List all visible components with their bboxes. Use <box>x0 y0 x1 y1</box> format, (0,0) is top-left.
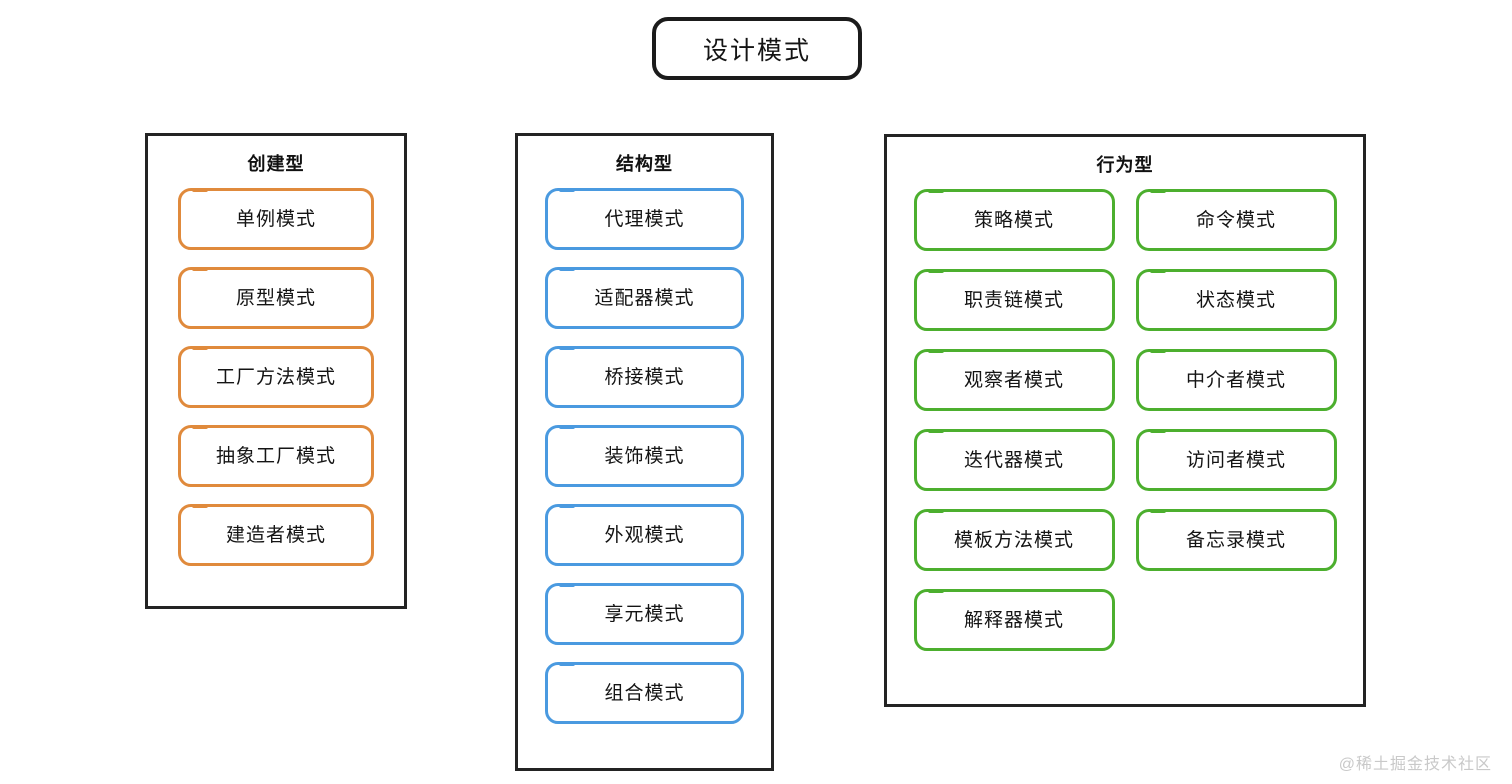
pattern-label: 组合模式 <box>604 682 685 704</box>
pattern-list-behavioral: 策略模式 命令模式 职责链模式 状态模式 观察者模式 中介者模式 迭代器模式 访… <box>887 188 1363 651</box>
pattern-item[interactable]: 策略模式 <box>913 188 1115 251</box>
pattern-label: 装饰模式 <box>604 445 685 467</box>
pattern-item[interactable]: 工厂方法模式 <box>178 345 374 408</box>
pattern-list-structural: 代理模式 适配器模式 桥接模式 装饰模式 外观模式 享元模式 组合模式 <box>518 187 771 724</box>
pattern-label: 职责链模式 <box>963 289 1064 311</box>
pattern-item[interactable]: 原型模式 <box>178 266 374 329</box>
pattern-label: 模板方法模式 <box>953 529 1074 551</box>
root-node: 设计模式 <box>652 17 862 80</box>
pattern-item[interactable]: 访问者模式 <box>1135 428 1337 491</box>
pattern-item[interactable]: 中介者模式 <box>1135 348 1337 411</box>
pattern-label: 建造者模式 <box>225 524 326 546</box>
pattern-item[interactable]: 观察者模式 <box>913 348 1115 411</box>
pattern-label: 外观模式 <box>604 524 685 546</box>
category-title-creational: 创建型 <box>247 154 305 174</box>
pattern-item[interactable]: 迭代器模式 <box>913 428 1115 491</box>
category-title-structural: 结构型 <box>616 154 673 174</box>
pattern-label: 工厂方法模式 <box>215 366 336 388</box>
category-title-behavioral: 行为型 <box>1096 155 1154 175</box>
pattern-label: 状态模式 <box>1195 289 1276 311</box>
pattern-item[interactable]: 装饰模式 <box>545 424 744 487</box>
pattern-label: 观察者模式 <box>963 369 1064 391</box>
pattern-item[interactable]: 适配器模式 <box>545 266 744 329</box>
pattern-item[interactable]: 单例模式 <box>178 187 374 250</box>
pattern-item[interactable]: 组合模式 <box>545 661 744 724</box>
pattern-label: 单例模式 <box>235 208 316 230</box>
root-node-label: 设计模式 <box>702 36 811 65</box>
pattern-item[interactable]: 模板方法模式 <box>913 508 1115 571</box>
pattern-label: 命令模式 <box>1195 209 1276 231</box>
pattern-item[interactable]: 外观模式 <box>545 503 744 566</box>
pattern-list-creational: 单例模式 原型模式 工厂方法模式 抽象工厂模式 建造者模式 <box>148 187 404 566</box>
pattern-item[interactable]: 备忘录模式 <box>1135 508 1337 571</box>
pattern-label: 迭代器模式 <box>963 449 1064 471</box>
category-creational: 创建型 单例模式 原型模式 工厂方法模式 抽象工厂模式 建造者模式 <box>145 133 407 609</box>
watermark: @稀土掘金技术社区 <box>1338 756 1492 773</box>
pattern-label: 策略模式 <box>973 209 1054 231</box>
pattern-item[interactable]: 享元模式 <box>545 582 744 645</box>
pattern-label: 桥接模式 <box>604 366 685 388</box>
category-structural: 结构型 代理模式 适配器模式 桥接模式 装饰模式 外观模式 享元模式 组合模式 <box>515 133 774 771</box>
pattern-item[interactable]: 代理模式 <box>545 187 744 250</box>
pattern-label: 中介者模式 <box>1185 369 1286 391</box>
category-behavioral: 行为型 策略模式 命令模式 职责链模式 状态模式 观察者模式 中介者模式 迭代器… <box>884 134 1366 707</box>
pattern-label: 原型模式 <box>235 287 316 309</box>
pattern-item[interactable]: 状态模式 <box>1135 268 1337 331</box>
pattern-label: 访问者模式 <box>1185 449 1286 471</box>
pattern-label: 适配器模式 <box>594 287 695 309</box>
pattern-item[interactable]: 职责链模式 <box>913 268 1115 331</box>
pattern-label: 抽象工厂模式 <box>215 445 336 467</box>
pattern-item[interactable]: 桥接模式 <box>545 345 744 408</box>
pattern-item[interactable]: 命令模式 <box>1135 188 1337 251</box>
pattern-item[interactable]: 解释器模式 <box>913 588 1115 651</box>
pattern-label: 享元模式 <box>604 603 685 625</box>
pattern-label: 代理模式 <box>604 208 685 230</box>
pattern-item[interactable]: 建造者模式 <box>178 503 374 566</box>
pattern-label: 备忘录模式 <box>1185 529 1286 551</box>
pattern-label: 解释器模式 <box>963 609 1064 631</box>
pattern-item[interactable]: 抽象工厂模式 <box>178 424 374 487</box>
